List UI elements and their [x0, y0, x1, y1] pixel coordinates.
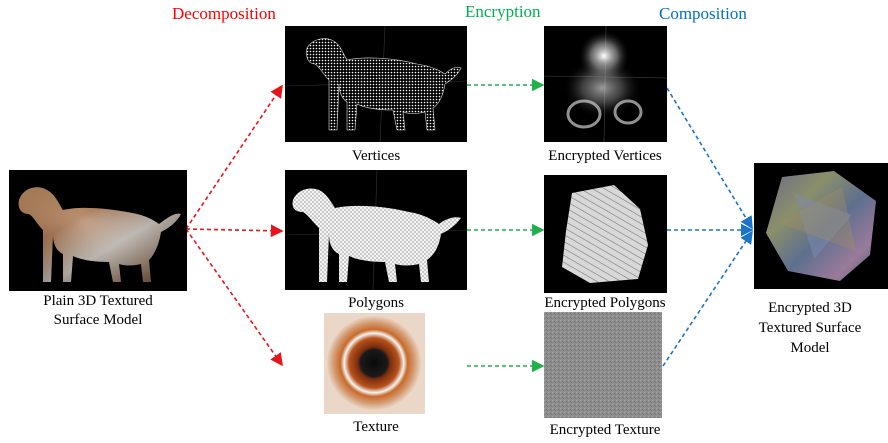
polygons-label: Polygons [348, 295, 404, 311]
vertices-label: Vertices [351, 148, 401, 164]
encrypted-model-label-line1: Encrypted 3D [768, 300, 852, 316]
encrypted-polygons-label: Encrypted Polygons [544, 295, 666, 311]
plain-model-image [9, 170, 187, 291]
texture-label: Texture [353, 419, 399, 435]
texture-image [324, 313, 425, 414]
encrypted-texture-image [544, 312, 662, 418]
polygons-image [285, 170, 467, 290]
heading-decomposition: Decomposition [172, 4, 276, 23]
arrow-decompose-texture [185, 228, 283, 367]
heading-encryption: Encryption [465, 2, 541, 21]
plain-model-label-line2: Surface Model [53, 312, 143, 328]
encrypted-texture-label: Encrypted Texture [549, 422, 661, 438]
arrow-decompose-polygons [185, 224, 284, 238]
encrypted-model-label-line2: Textured Surface [758, 320, 862, 336]
plain-model-label-line1: Plain 3D Textured [43, 293, 153, 309]
encrypted-vertices-image [544, 26, 667, 142]
encrypted-model-image [754, 163, 888, 289]
arrow-decompose-vertices [185, 84, 283, 230]
vertices-image [285, 26, 467, 142]
heading-composition: Composition [659, 4, 747, 23]
encrypted-vertices-label: Encrypted Vertices [548, 148, 662, 164]
encrypted-model-label-line3: Model [790, 340, 830, 356]
encrypted-polygons-image [544, 175, 667, 293]
